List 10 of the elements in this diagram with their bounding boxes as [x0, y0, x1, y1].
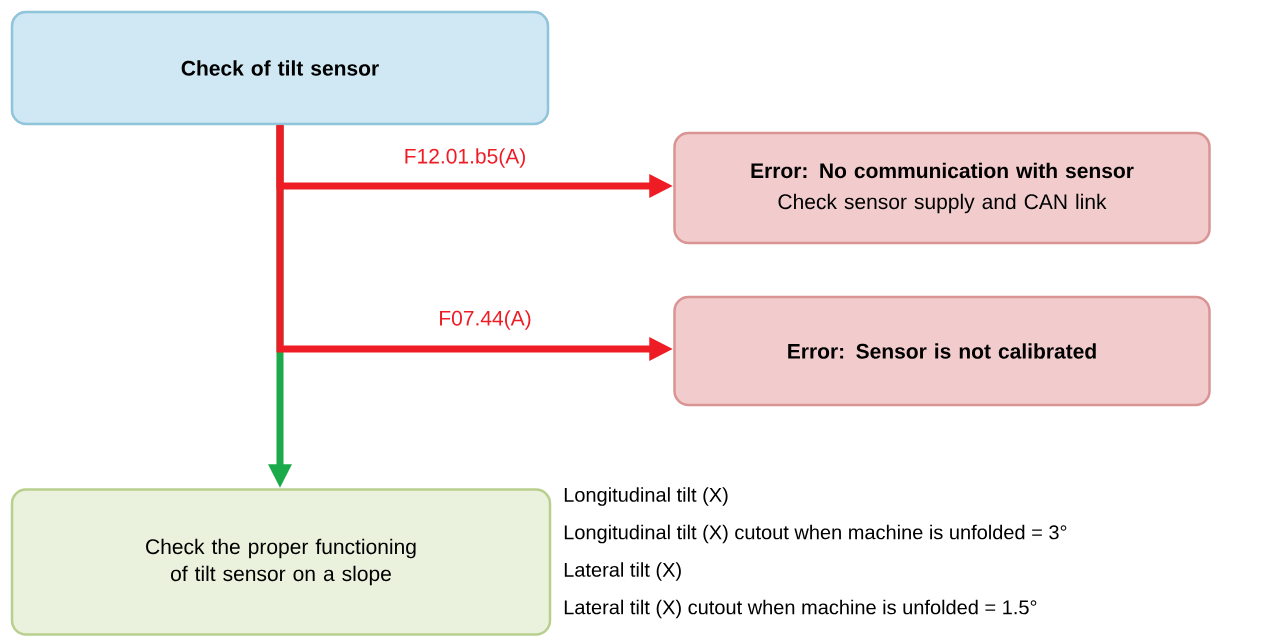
process-box: Error: No communication with sensor Check sensor supply and CAN link — [673, 131, 1211, 245]
edge-label: F07.44(A) — [436, 308, 534, 332]
process-box: Check the proper functioning of tilt sensor on a slope — [10, 488, 552, 636]
side-note: Longitudinal tilt (X) cutout when machine is unfolded = 3° — [564, 524, 1067, 544]
side-note: Lateral tilt (X) cutout when machine is unfolded = 1.5° — [564, 599, 1037, 619]
process-box: Check of tilt sensor — [10, 10, 550, 126]
side-note: Lateral tilt (X) — [564, 562, 681, 581]
edge-label: F12.01.b5(A) — [401, 146, 529, 170]
side-note: Longitudinal tilt (X) — [564, 487, 728, 506]
process-box: Error: Sensor is not calibrated — [673, 295, 1211, 407]
